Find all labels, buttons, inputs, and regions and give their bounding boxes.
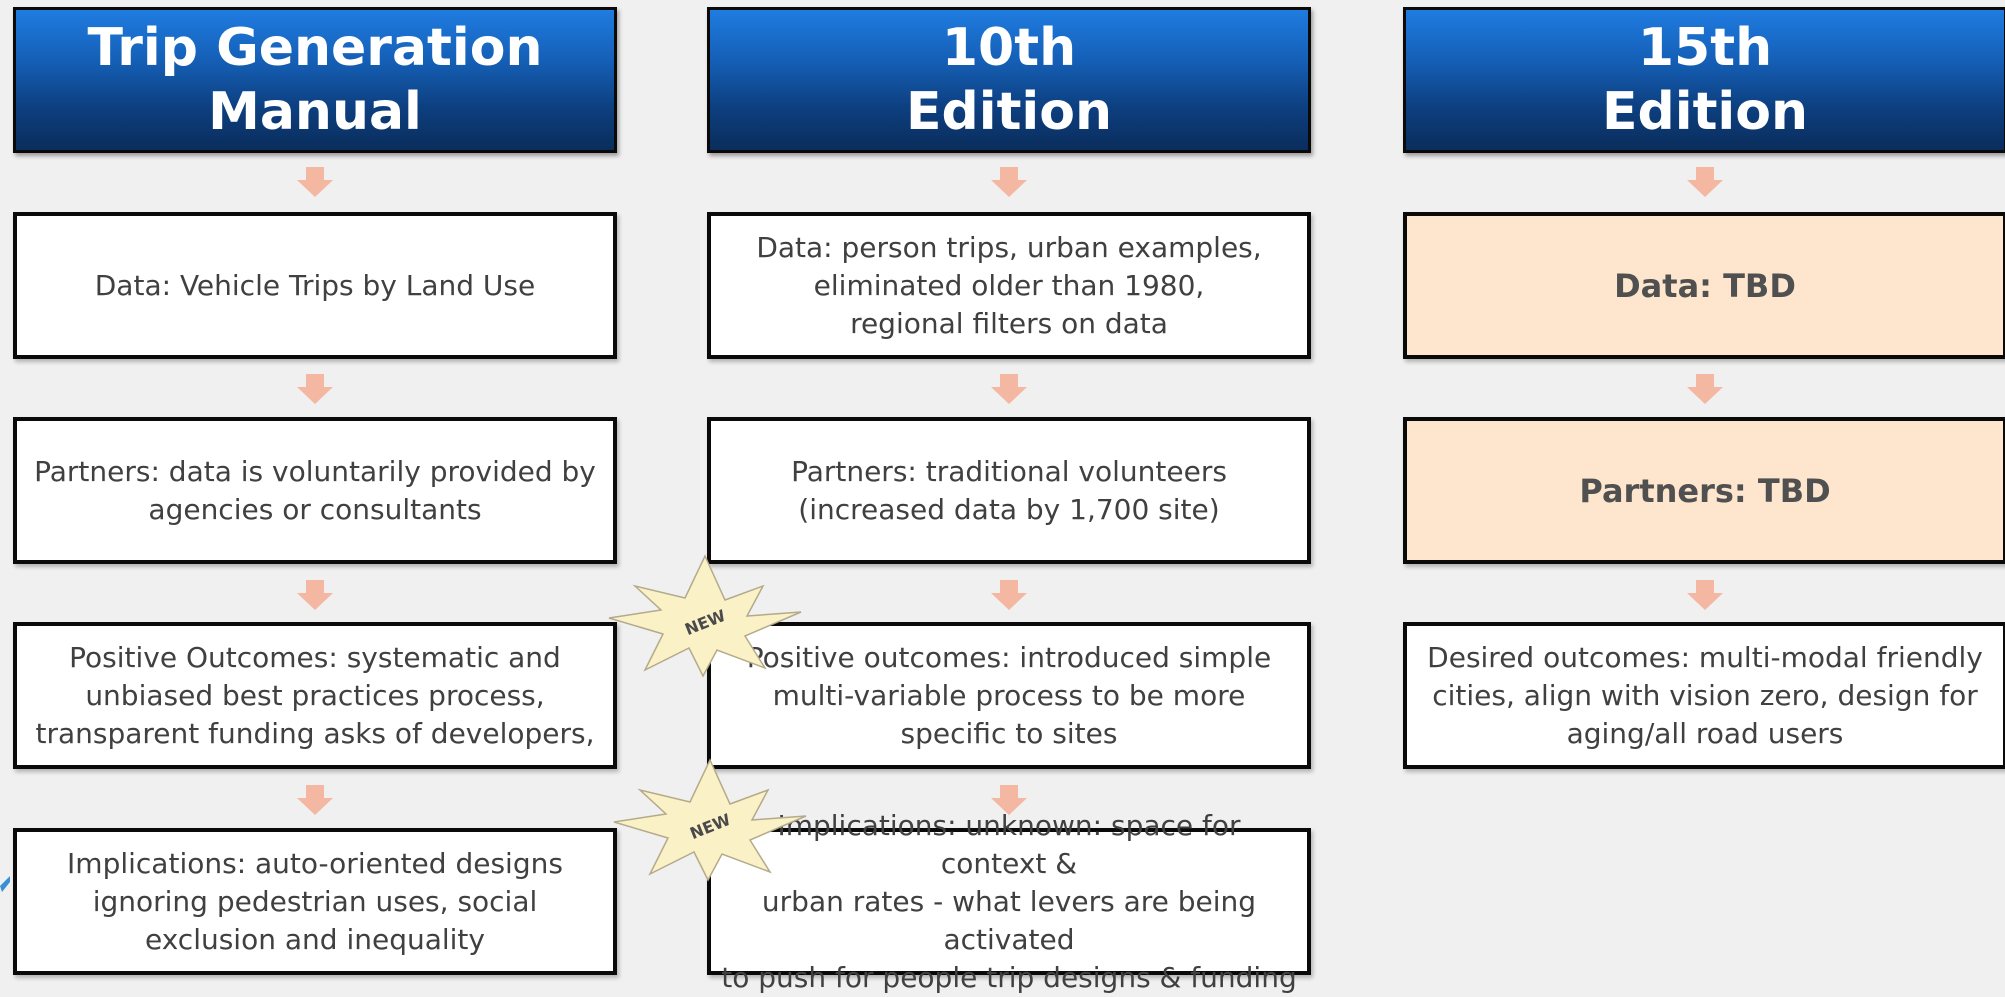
new-starburst-badge: NEW [608, 554, 802, 678]
partners-box: Partners: traditional volunteers (increa… [707, 417, 1311, 564]
column-title: 10th Edition [906, 18, 1112, 142]
outcomes-box: Positive outcomes: introduced simple mul… [707, 622, 1311, 769]
desired-outcomes-box: Desired outcomes: multi-modal friendly c… [1403, 622, 2005, 769]
partners-box: Partners: TBD [1403, 417, 2005, 564]
data-box: Data: Vehicle Trips by Land Use [13, 212, 617, 359]
new-starburst-badge: NEW [613, 758, 807, 882]
outcomes-box: Positive Outcomes: systematic and unbias… [13, 622, 617, 769]
down-arrow-icon [991, 580, 1027, 610]
down-arrow-icon [1687, 167, 1723, 197]
down-arrow-icon [1687, 580, 1723, 610]
down-arrow-icon [297, 374, 333, 404]
data-box: Data: TBD [1403, 212, 2005, 359]
data-box: Data: person trips, urban examples, elim… [707, 212, 1311, 359]
down-arrow-icon [991, 785, 1027, 815]
down-arrow-icon [297, 580, 333, 610]
column-title: 15th Edition [1602, 18, 1808, 142]
down-arrow-icon [991, 374, 1027, 404]
column-header: 10th Edition [707, 7, 1311, 153]
column-header: Trip Generation Manual [13, 7, 617, 153]
partners-box: Partners: data is voluntarily provided b… [13, 417, 617, 564]
down-arrow-icon [297, 785, 333, 815]
implications-box: Implications: auto-oriented designs igno… [13, 828, 617, 975]
down-arrow-icon [1687, 374, 1723, 404]
down-arrow-icon [297, 167, 333, 197]
decorative-chevron-icon [0, 876, 10, 892]
column-header: 15th Edition [1403, 7, 2005, 153]
down-arrow-icon [991, 167, 1027, 197]
column-title: Trip Generation Manual [87, 18, 543, 142]
